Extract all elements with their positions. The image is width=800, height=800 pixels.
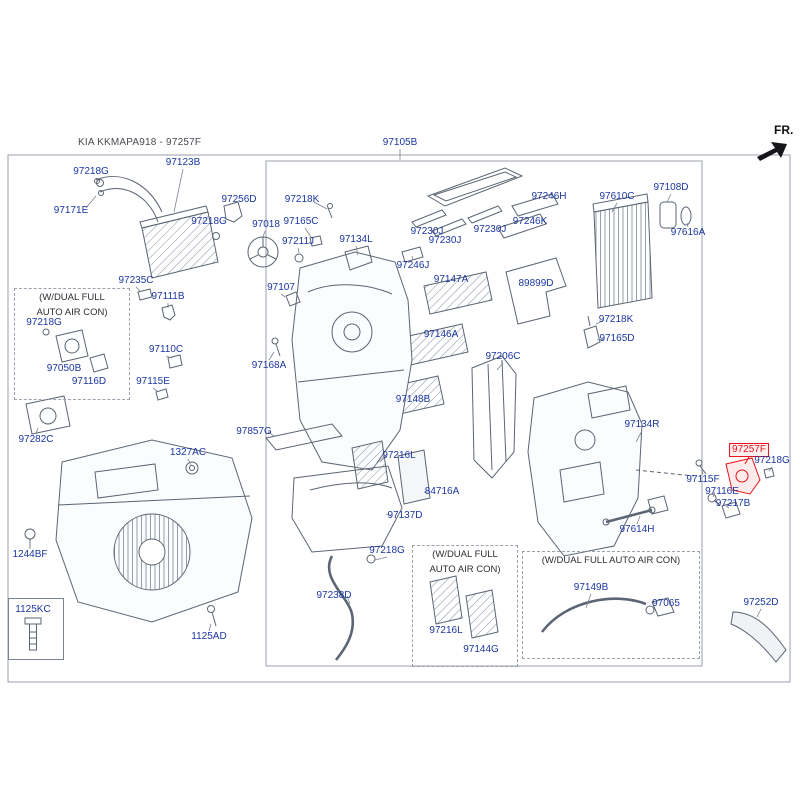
group-box-fastener-box <box>8 598 64 660</box>
duct-seals-sketch <box>429 575 499 639</box>
part-label-97115e[interactable]: 97115E <box>136 376 170 387</box>
part-label-97108d[interactable]: 97108D <box>653 182 689 193</box>
part-label-97217b[interactable]: 97217B <box>715 498 751 509</box>
catalog-reference-title: KIA KKMAPA918 - 97257F <box>78 137 202 148</box>
bolt-icon <box>24 617 42 651</box>
group-box-title: (W/DUAL FULL AUTO AIR CON) <box>541 555 681 566</box>
top-gaskets-sketch <box>401 167 559 263</box>
drain-tube-sketch <box>730 611 787 663</box>
part-label-97257f[interactable]: 97257F <box>729 443 769 457</box>
part-label-97218g[interactable]: 97218G <box>191 216 227 227</box>
part-label-97218g[interactable]: 97218G <box>73 166 109 177</box>
part-label-97616a[interactable]: 97616A <box>670 227 706 238</box>
part-label-97134r[interactable]: 97134R <box>624 419 660 430</box>
part-label-97230j[interactable]: 97230J <box>428 235 462 246</box>
part-label-97252d[interactable]: 97252D <box>743 597 779 608</box>
part-label-97168a[interactable]: 97168A <box>251 360 287 371</box>
part-label-97218k[interactable]: 97218K <box>284 194 320 205</box>
part-label-97235c[interactable]: 97235C <box>118 275 154 286</box>
part-label-97110c[interactable]: 97110C <box>148 344 184 355</box>
part-label-97282c[interactable]: 97282C <box>18 434 54 445</box>
part-label-97218g[interactable]: 97218G <box>754 455 790 466</box>
part-label-97149b[interactable]: 97149B <box>573 582 609 593</box>
actuator-highlight-sketch <box>725 456 761 495</box>
part-label-97147a[interactable]: 97147A <box>433 274 469 285</box>
part-label-97105b[interactable]: 97105B <box>382 137 418 148</box>
center-panel-sketch <box>471 355 517 479</box>
group-box-dual-air-con-right: (W/DUAL FULL AUTO AIR CON) <box>522 551 700 659</box>
blower-wheel-sketch <box>223 201 333 268</box>
part-label-97116d[interactable]: 97116D <box>71 376 107 387</box>
part-label-97246j[interactable]: 97246J <box>396 260 430 271</box>
part-label-97107[interactable]: 97107 <box>267 282 295 293</box>
part-label-97050b[interactable]: 97050B <box>46 363 82 374</box>
small-parts-right-sketch <box>602 459 775 526</box>
part-label-97115f[interactable]: 97115F <box>686 474 720 485</box>
part-label-84716a[interactable]: 84716A <box>424 486 460 497</box>
main-case-right-sketch <box>527 381 695 557</box>
part-label-97165c[interactable]: 97165C <box>283 216 319 227</box>
part-label-97610c[interactable]: 97610C <box>599 191 635 202</box>
part-label-89899d[interactable]: 89899D <box>518 278 554 289</box>
group-box-title: AUTO AIR CON) <box>429 564 501 576</box>
part-label-97256d[interactable]: 97256D <box>221 194 257 205</box>
part-label-97216l[interactable]: 97216L <box>382 450 416 461</box>
part-label-97218g[interactable]: 97218G <box>369 545 405 556</box>
diagram-outer-box <box>7 154 791 683</box>
evaporator-core-sketch <box>592 193 692 309</box>
main-case-left-sketch <box>291 245 413 471</box>
aspirator-hose-sketch <box>540 597 675 633</box>
part-label-97116e[interactable]: 97116E <box>705 486 739 497</box>
part-label-97018[interactable]: 97018 <box>252 219 280 230</box>
heater-pipes-sketch <box>94 176 220 240</box>
group-box-title: (W/DUAL FULL <box>39 292 105 303</box>
part-label-97614h[interactable]: 97614H <box>619 524 655 535</box>
small-parts-left-sketch <box>42 288 601 401</box>
group-box-title: (W/DUAL FULL <box>432 549 498 560</box>
part-label-97857g[interactable]: 97857G <box>236 426 272 437</box>
part-label-97144g[interactable]: 97144G <box>463 644 499 655</box>
group-box-dual-air-con-left: (W/DUAL FULL AUTO AIR CON) <box>14 288 130 400</box>
part-label-97218k[interactable]: 97218K <box>598 314 634 325</box>
part-label-1327ac[interactable]: 1327AC <box>169 447 207 458</box>
part-label-97216l[interactable]: 97216L <box>429 625 463 636</box>
part-label-97238d[interactable]: 97238D <box>316 590 352 601</box>
part-label-97065[interactable]: 97065 <box>652 598 680 609</box>
fr-direction-arrow-icon <box>757 142 787 161</box>
part-label-97218g[interactable]: 97218G <box>26 317 62 328</box>
part-label-1244bf[interactable]: 1244BF <box>12 549 48 560</box>
part-label-97148b[interactable]: 97148B <box>395 394 431 405</box>
group-box-dual-air-con-center: (W/DUAL FULL AUTO AIR CON) <box>412 545 518 667</box>
part-label-1125ad[interactable]: 1125AD <box>191 631 227 642</box>
part-label-97134l[interactable]: 97134L <box>339 234 373 245</box>
part-label-97146a[interactable]: 97146A <box>423 329 459 340</box>
part-label-97111b[interactable]: 97111B <box>151 291 185 302</box>
part-label-97246k[interactable]: 97246K <box>512 216 548 227</box>
blower-assembly-sketch <box>24 395 253 627</box>
part-label-97123b[interactable]: 97123B <box>165 157 201 168</box>
part-label-97171e[interactable]: 97171E <box>53 205 89 216</box>
group-box-title: AUTO AIR CON) <box>36 307 108 319</box>
stepped-seal-sketch <box>505 257 567 325</box>
part-label-97246h[interactable]: 97246H <box>531 191 567 202</box>
part-label-1125kc[interactable]: 1125KC <box>15 604 51 615</box>
lower-case-sketch <box>265 423 431 553</box>
part-label-97211j[interactable]: 97211J <box>281 236 315 247</box>
drain-hose-sketch <box>327 554 376 661</box>
front-direction-label: FR. <box>774 123 794 137</box>
heater-core-sketch <box>139 205 219 279</box>
part-label-97230j[interactable]: 97230J <box>410 226 444 237</box>
part-label-97165d[interactable]: 97165D <box>599 333 635 344</box>
part-label-97230j[interactable]: 97230J <box>473 224 507 235</box>
part-label-97137d[interactable]: 97137D <box>387 510 423 521</box>
part-label-97206c[interactable]: 97206C <box>485 351 521 362</box>
leader-lines <box>29 149 773 632</box>
